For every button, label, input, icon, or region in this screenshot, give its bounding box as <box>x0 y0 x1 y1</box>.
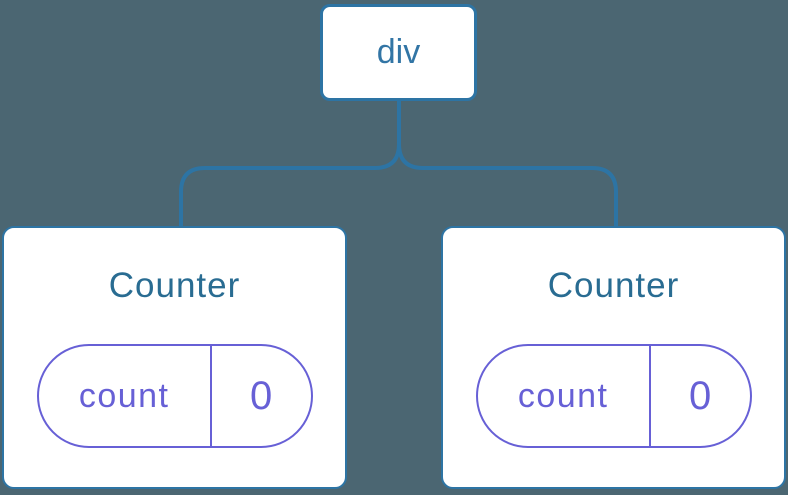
state-pill: count 0 <box>475 344 752 448</box>
counter-component-card-left: Counter count 0 <box>2 226 347 489</box>
state-pill: count 0 <box>36 344 313 448</box>
component-title: Counter <box>108 266 241 305</box>
state-key-label: count <box>478 346 651 446</box>
state-value: 0 <box>689 373 712 418</box>
component-title: Counter <box>547 266 680 305</box>
state-key-label: count <box>39 346 212 446</box>
root-node-label: div <box>376 33 421 71</box>
root-node-div: div <box>320 4 477 101</box>
state-value: 0 <box>250 373 273 418</box>
counter-component-card-right: Counter count 0 <box>441 226 786 489</box>
connector-right-branch <box>397 101 618 228</box>
connector-left-branch <box>179 101 401 228</box>
